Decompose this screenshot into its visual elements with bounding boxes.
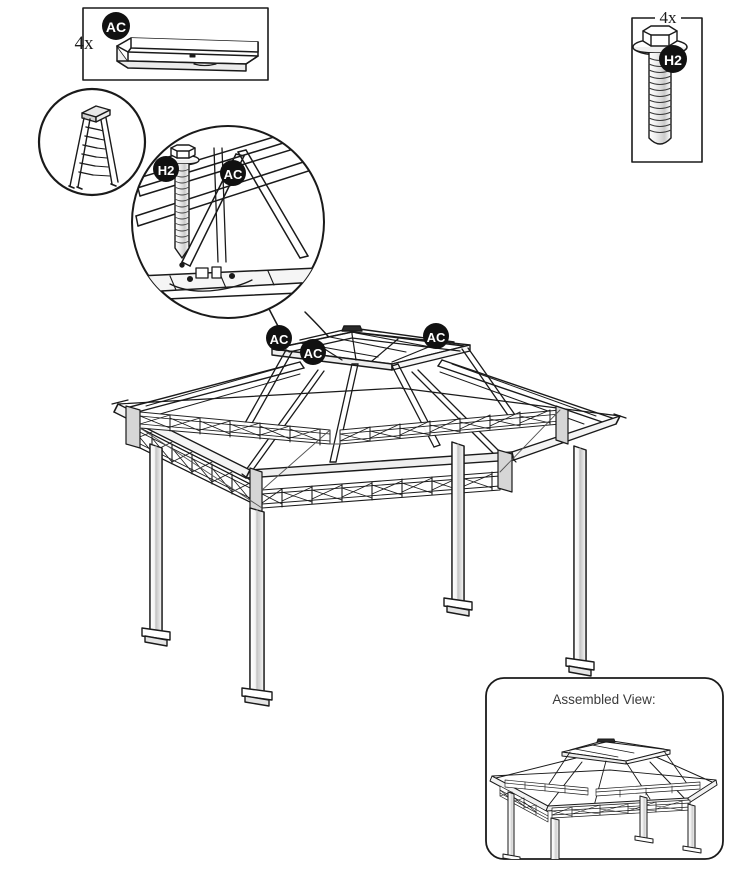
detail-badge-ac: AC — [220, 160, 246, 186]
main-badge-ac-left-label: AC — [270, 332, 289, 347]
assembled-view-graphic — [485, 677, 724, 860]
ac-part-badge-label: AC — [106, 19, 126, 35]
h2-part-badge-label: H2 — [664, 52, 682, 68]
ac-part-box-graphic — [82, 7, 269, 81]
main-badge-ac-center: AC — [300, 339, 326, 365]
assembled-view-label: Assembled View: — [552, 692, 655, 707]
h2-quantity-label: 4x — [660, 8, 678, 27]
detail-badge-ac-label: AC — [224, 167, 243, 182]
ac-part-badge: AC — [102, 12, 130, 40]
h2-part-badge: H2 — [659, 45, 687, 73]
gazebo-leg — [141, 443, 171, 647]
detail-badge-h2: H2 — [153, 156, 179, 182]
gazebo-leg — [565, 445, 595, 677]
magnified-detail-graphic — [131, 125, 325, 319]
gazebo-main-graphic — [111, 325, 627, 707]
ladder-hint-graphic — [37, 87, 147, 197]
main-badge-ac-right: AC — [423, 323, 449, 349]
main-badge-ac-right-label: AC — [427, 330, 446, 345]
main-badge-ac-left: AC — [266, 325, 292, 351]
h2-quantity-group: 4x — [655, 8, 681, 27]
detail-badge-h2-label: H2 — [158, 163, 175, 178]
main-badge-ac-center-label: AC — [304, 346, 323, 361]
gazebo-leg — [443, 441, 473, 617]
ac-quantity-label: 4x — [75, 33, 95, 54]
gazebo-leg — [241, 507, 273, 707]
